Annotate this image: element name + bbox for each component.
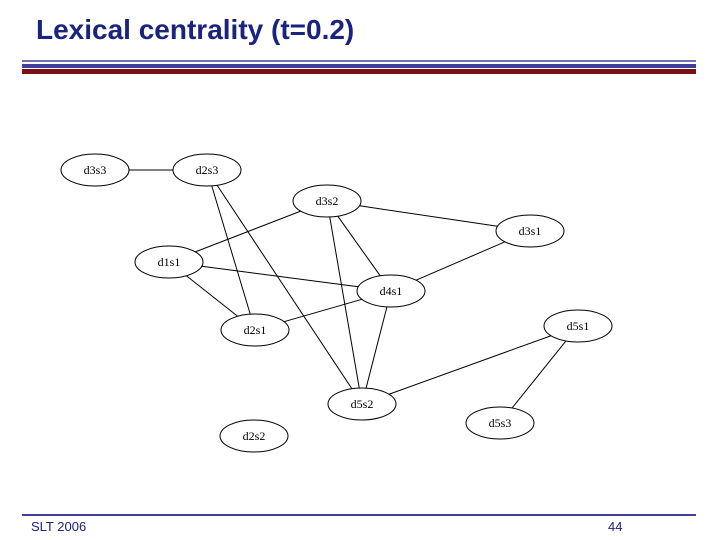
node-label: d4s1	[380, 284, 403, 298]
edge-d1s1-d2s1	[186, 275, 238, 317]
node-ellipse	[292, 184, 362, 218]
node-ellipse	[60, 153, 130, 187]
node-ellipse	[356, 274, 426, 308]
edge-d3s1-d4s1	[415, 241, 506, 281]
node-label: d3s3	[84, 163, 107, 177]
node-d3s1: d3s1	[495, 214, 565, 248]
node-label: d5s3	[489, 416, 512, 430]
node-label: d1s1	[158, 255, 181, 269]
node-label: d3s1	[519, 224, 542, 238]
node-d3s3: d3s3	[60, 153, 130, 187]
node-d2s1: d2s1	[220, 313, 290, 347]
node-ellipse	[220, 313, 290, 347]
node-d5s2: d5s2	[327, 387, 397, 421]
footer-rule	[22, 514, 696, 516]
node-d3s2: d3s2	[292, 184, 362, 218]
edge-d3s2-d3s1	[359, 205, 498, 227]
node-label: d5s2	[351, 397, 374, 411]
page-number: 44	[608, 519, 623, 534]
node-ellipse	[219, 419, 289, 453]
node-d2s3: d2s3	[172, 153, 242, 187]
node-d2s2: d2s2	[219, 419, 289, 453]
node-ellipse	[327, 387, 397, 421]
edge-d3s2-d5s2	[329, 216, 360, 389]
node-ellipse	[465, 406, 535, 440]
node-label: d5s1	[567, 319, 590, 333]
edge-d2s3-d5s2	[216, 184, 353, 390]
title-rule-thin	[22, 60, 696, 62]
edge-d5s1-d5s2	[388, 335, 552, 395]
node-d4s1: d4s1	[356, 274, 426, 308]
node-ellipse	[543, 309, 613, 343]
title-rule-blue	[22, 64, 696, 68]
graph-edges	[129, 169, 567, 409]
edge-d5s1-d5s3	[511, 340, 567, 409]
edge-d4s1-d2s1	[283, 298, 363, 323]
node-label: d2s2	[243, 429, 266, 443]
node-ellipse	[495, 214, 565, 248]
node-ellipse	[172, 153, 242, 187]
edge-d3s2-d4s1	[337, 215, 381, 277]
node-d1s1: d1s1	[134, 245, 204, 279]
slide-title: Lexical centrality (t=0.2)	[36, 14, 355, 45]
edge-d1s1-d4s1	[201, 265, 359, 288]
node-ellipse	[134, 245, 204, 279]
edge-d2s3-d2s1	[211, 185, 251, 315]
node-label: d2s1	[244, 323, 267, 337]
graph-nodes: d3s3 d2s3 d3s2 d3s1 d1s1 d4s1 d5s1 d2s1 d5s2 d2s2…	[60, 153, 613, 453]
node-d5s3: d5s3	[465, 406, 535, 440]
node-d5s1: d5s1	[543, 309, 613, 343]
node-label: d2s3	[196, 163, 219, 177]
footer-left-text: SLT 2006	[31, 519, 87, 534]
node-label: d3s2	[316, 194, 339, 208]
edge-d4s1-d5s2	[365, 306, 388, 389]
title-rule-red	[22, 69, 696, 74]
